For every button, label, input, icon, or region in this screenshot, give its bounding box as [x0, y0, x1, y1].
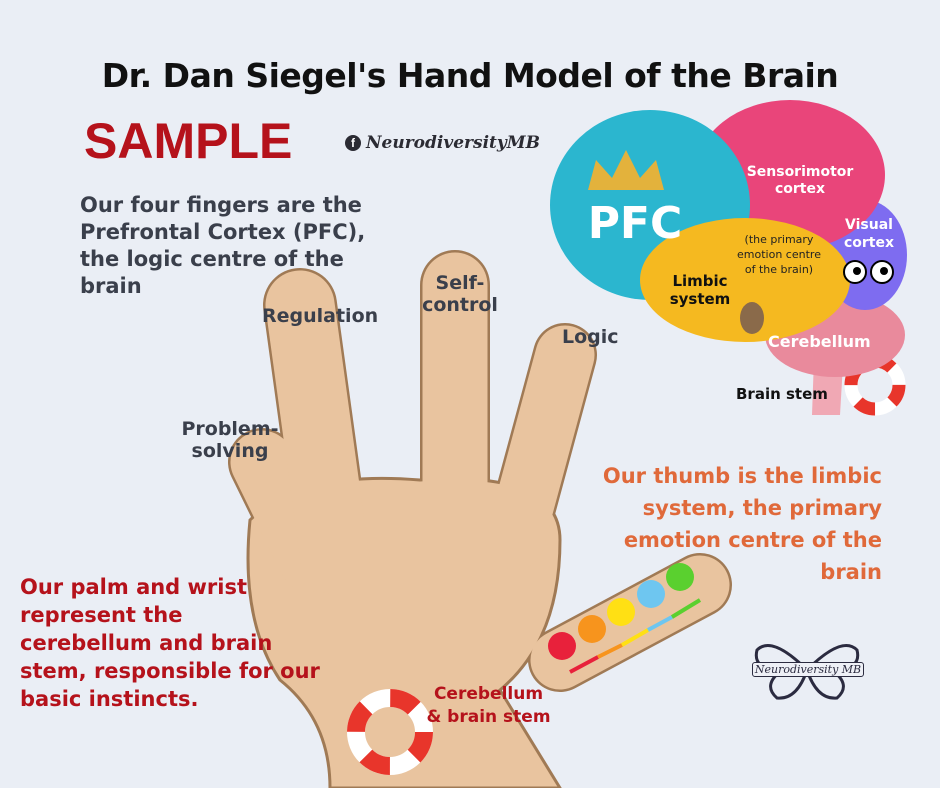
- palm-label: Cerebellum & brain stem: [426, 684, 551, 727]
- crown-icon: [588, 150, 664, 190]
- limbic-region: [640, 218, 850, 342]
- worried-face-icon: [740, 302, 764, 334]
- page-title: Dr. Dan Siegel's Hand Model of the Brain: [101, 56, 839, 95]
- neutral-face-icon: [607, 598, 635, 626]
- brain-label-sensorimotor: Sensorimotor cortex: [746, 164, 854, 197]
- emotion-scale: [548, 563, 702, 674]
- label-problem-solving: Problem-solving: [181, 418, 279, 462]
- sample-watermark: SAMPLE: [84, 113, 293, 169]
- facebook-icon: f: [345, 135, 361, 151]
- brain-label-limbic: Limbic system: [669, 272, 731, 308]
- brain-label-cerebellum: Cerebellum: [768, 332, 871, 351]
- brain-label-brain-stem: Brain stem: [736, 385, 828, 403]
- sad-face-icon: [578, 615, 606, 643]
- facebook-handle-text: NeurodiversityMB: [366, 133, 540, 153]
- palm-description: Our palm and wrist represent the cerebel…: [20, 575, 320, 711]
- brain-label-pfc: PFC: [587, 198, 683, 249]
- angry-face-icon: [548, 632, 576, 660]
- brain-illustration: [550, 100, 907, 415]
- intro-text: Our four fingers are the Prefrontal Cort…: [80, 193, 366, 298]
- happy-face-icon: [666, 563, 694, 591]
- label-logic: Logic: [562, 326, 619, 348]
- label-regulation: Regulation: [262, 305, 379, 327]
- calm-face-icon: [637, 580, 665, 608]
- butterfly-logo: Neurodiversity MB: [752, 640, 864, 700]
- thumb-description: Our thumb is the limbic system, the prim…: [602, 464, 882, 584]
- brain-label-visual: Visual cortex: [843, 217, 895, 251]
- lifebuoy-icon: [347, 689, 433, 775]
- label-self-control: Self-control: [422, 272, 498, 316]
- logo-text: Neurodiversity MB: [752, 662, 864, 677]
- brain-label-limbic-note: (the primary emotion centre of the brain…: [737, 233, 821, 276]
- facebook-handle: f NeurodiversityMB: [345, 133, 540, 153]
